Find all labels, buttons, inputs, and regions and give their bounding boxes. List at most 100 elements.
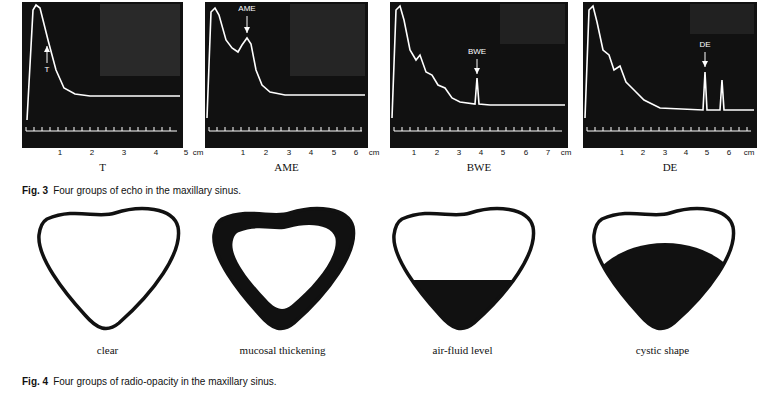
echo-arrow [477,59,478,74]
echo-label: DE [698,41,711,50]
axis-number: 5 [332,149,336,158]
axis-number: cm [561,149,572,158]
tick-mark [522,127,523,131]
tick-mark [667,127,668,131]
tick-mark [66,127,67,131]
screen-grain [290,4,365,76]
tick-mark [603,127,604,131]
axis-number: 2 [641,149,645,158]
tick-mark [643,127,644,131]
tick-mark [683,127,684,131]
tick-mark [587,127,588,131]
tick-mark [337,127,338,131]
axis-number: 4 [309,149,313,158]
axis-number: 1 [620,149,624,158]
tick-mark [450,127,451,131]
axis-number: cm [369,149,380,158]
echo-panel: BWEBWE [390,2,568,148]
echo-screen [22,2,183,148]
tick-mark [595,127,596,131]
axis-number: 3 [122,149,126,158]
tick-mark [619,127,620,131]
echo-label: BWE [467,48,487,57]
tick-mark [281,127,282,131]
tick-mark [90,127,91,131]
tick-mark [329,127,330,131]
tick-mark [58,127,59,131]
tick-mark [297,127,298,131]
tick-mark [122,127,123,131]
figure-number: Fig. 3 [22,185,48,197]
tick-mark [146,127,147,131]
tick-baseline [587,130,751,131]
tick-mark [402,127,403,131]
echo-label: AME [237,5,256,14]
tick-mark [530,127,531,131]
axis-number: 4 [479,149,483,158]
tick-mark [361,127,362,131]
tick-mark [138,127,139,131]
tick-mark [313,127,314,131]
tick-mark [627,127,628,131]
echo-trace [392,6,565,118]
figure-caption: Four groups of radio-opacity in the maxi… [53,376,276,388]
tick-mark [739,127,740,131]
figure-name: air-fluid level [433,344,493,356]
echo-label: T [44,66,51,75]
tick-mark [114,127,115,131]
tick-mark [514,127,515,131]
sinus-cyst [583,209,747,371]
axis-number: 6 [524,149,528,158]
tick-mark [506,127,507,131]
tick-mark [699,127,700,131]
tick-mark [466,127,467,131]
tick-mark [747,127,748,131]
tick-mark [498,127,499,131]
screen-grain [690,4,754,34]
axis-number: 1 [241,149,245,158]
tick-mark [474,127,475,131]
sinus-outline: cystic shape [590,205,735,330]
tick-mark [482,127,483,131]
echo-trace [207,8,365,118]
tick-mark [691,127,692,131]
tick-mark [410,127,411,131]
tick-mark [217,127,218,131]
tick-mark [490,127,491,131]
axis-number: 1 [58,149,62,158]
tick-mark [394,127,395,131]
tick-mark [106,127,107,131]
figure-name: T [99,161,106,173]
echo-screen [390,2,568,148]
tick-rows [26,127,751,131]
tick-mark [707,127,708,131]
axis-number: cm [193,149,204,158]
figure-caption: Four groups of echo in the maxillary sin… [53,185,241,197]
echo-arrow [705,52,706,67]
caption-line: Fig. 4Four groups of radio-opacity in th… [22,371,282,389]
sinus-fluid [385,209,545,340]
axis-number: 4 [684,149,688,158]
axis-number: 2 [264,149,268,158]
tick-baseline [209,130,362,131]
echo-screen [583,2,757,148]
tick-mark [426,127,427,131]
tick-mark [538,127,539,131]
tick-mark [225,127,226,131]
tick-mark [418,127,419,131]
axis-number: 1 [412,149,416,158]
axis-number: 3 [457,149,461,158]
axis-number: 2 [435,149,439,158]
tick-mark [305,127,306,131]
tick-mark [265,127,266,131]
tick-mark [546,127,547,131]
axis-number: cm [744,149,755,158]
echo-panel: TT [22,2,183,148]
tick-mark [154,127,155,131]
tick-mark [273,127,274,131]
sinus-clear [39,209,179,329]
tick-mark [26,127,27,131]
tick-mark [289,127,290,131]
echo-screen [205,2,368,148]
tick-mark [34,127,35,131]
